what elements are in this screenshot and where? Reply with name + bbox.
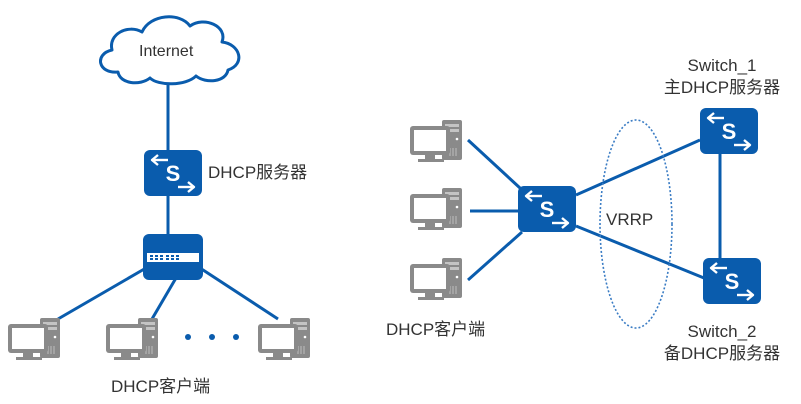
right-client-1[interactable] — [409, 119, 463, 163]
l3-switch-icon — [516, 184, 578, 234]
pc-icon — [257, 317, 311, 361]
relay-switch[interactable] — [516, 184, 578, 234]
link-relay-to-switch-1 — [575, 138, 701, 197]
right-client-2[interactable] — [409, 187, 463, 231]
switch-2[interactable] — [701, 256, 763, 306]
pc-icon — [7, 317, 61, 361]
switch-2-name: Switch_2 — [687, 322, 757, 341]
link-access-to-client-2 — [150, 277, 178, 320]
right-client-3[interactable] — [409, 257, 463, 301]
l3-switch-icon — [142, 148, 204, 198]
pc-icon — [409, 257, 463, 301]
pc-icon — [105, 317, 159, 361]
switch-1[interactable] — [698, 106, 760, 156]
switch-1-name: Switch_1 — [687, 56, 757, 75]
left-clients-label: DHCP客户端 — [111, 377, 211, 396]
link-client-3-to-relay — [467, 230, 523, 282]
switch-1-role: 主DHCP服务器 — [663, 78, 781, 97]
cloud-icon — [99, 15, 241, 86]
dhcp-server-switch[interactable] — [142, 148, 204, 198]
link-relay-to-switch-2 — [575, 224, 705, 280]
pc-icon — [409, 187, 463, 231]
left-client-1[interactable] — [7, 317, 61, 361]
internet-label: Internet — [139, 43, 194, 60]
left-client-3[interactable] — [257, 317, 311, 361]
vrrp-label: VRRP — [606, 210, 654, 229]
l3-switch-icon — [701, 256, 763, 306]
right-clients-label: DHCP客户端 — [386, 320, 486, 339]
switch-2-role: 备DHCP服务器 — [663, 344, 781, 363]
link-client-1-to-relay — [466, 138, 522, 190]
left-topology — [7, 15, 311, 361]
ellipsis-dots — [185, 334, 239, 340]
dhcp-server-label: DHCP服务器 — [208, 163, 308, 182]
vrrp-group-ellipse — [599, 119, 673, 329]
left-client-2[interactable] — [105, 317, 159, 361]
right-topology — [409, 106, 763, 329]
l3-switch-icon — [698, 106, 760, 156]
link-access-to-client-3 — [199, 266, 279, 321]
access-switch[interactable] — [143, 234, 203, 280]
link-access-to-client-1 — [57, 266, 147, 321]
pc-icon — [409, 119, 463, 163]
